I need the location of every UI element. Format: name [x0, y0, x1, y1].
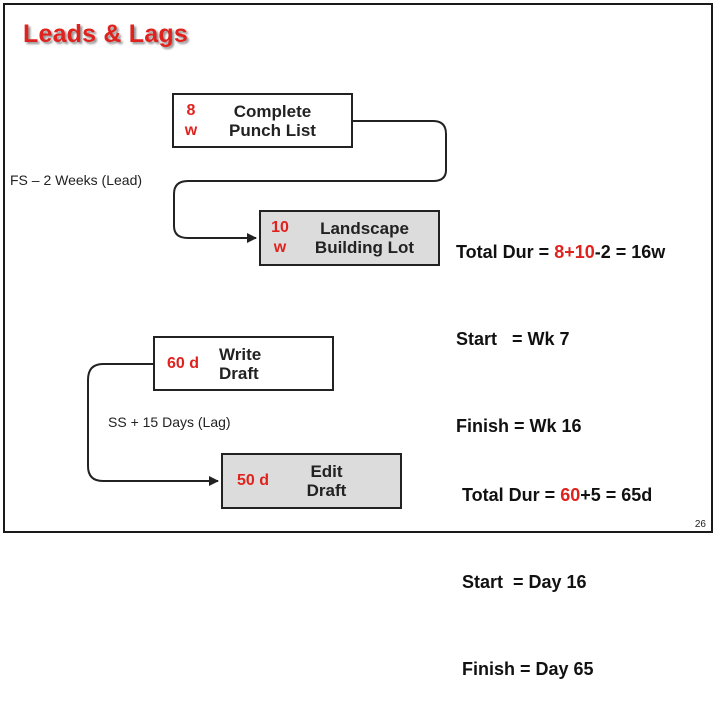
task-complete-punch-list: 8 w Complete Punch List: [172, 93, 353, 148]
fs-lead-connector: [173, 120, 447, 243]
slide-title: Leads & Lags: [23, 20, 188, 48]
ss-lag-connector: [87, 363, 219, 486]
task-name-line1: Write: [219, 344, 262, 364]
task-name-line1: Complete: [233, 101, 312, 121]
task-name-line2: Draft: [306, 481, 347, 500]
task-edit-draft: 50 d Edit Draft: [221, 453, 402, 509]
example2-calculation: Total Dur = 60+5 = 65d Start = Day 16 Fi…: [462, 423, 652, 713]
task-name-line2: Draft: [219, 363, 259, 383]
duration-unit: w: [184, 121, 198, 139]
start-line: Start = Wk 7: [456, 329, 570, 349]
task-name-line2: Punch List: [229, 120, 316, 140]
duration-value: 50 d: [236, 472, 269, 489]
page-number: 26: [694, 519, 706, 530]
duration-unit: w: [273, 239, 287, 256]
finish-line: Finish = Day 65: [462, 659, 594, 679]
start-line: Start = Day 16: [462, 572, 587, 592]
fs-lead-label: FS – 2 Weeks (Lead): [10, 172, 143, 188]
task-landscape-building-lot: 10 w Landscape Building Lot: [259, 210, 440, 266]
total-duration-line: Total Dur = 8+10-2 = 16w: [456, 242, 666, 262]
connector-layer: [87, 120, 447, 486]
task-write-draft: 60 d Write Draft: [153, 336, 334, 391]
task-name-line2: Building Lot: [314, 238, 415, 257]
finish-line: Finish = Wk 16: [456, 416, 582, 436]
task-name-line1: Edit: [310, 462, 343, 481]
ss-lag-label: SS + 15 Days (Lag): [108, 414, 231, 430]
task-name-line1: Landscape: [320, 219, 409, 238]
duration-value: 60 d: [166, 354, 199, 372]
slide-frame: [3, 3, 713, 533]
duration-value: 8: [186, 101, 196, 119]
duration-value: 10: [271, 219, 289, 236]
example1-calculation: Total Dur = 8+10-2 = 16w Start = Wk 7 Fi…: [456, 180, 665, 470]
total-duration-line: Total Dur = 60+5 = 65d: [462, 485, 653, 505]
